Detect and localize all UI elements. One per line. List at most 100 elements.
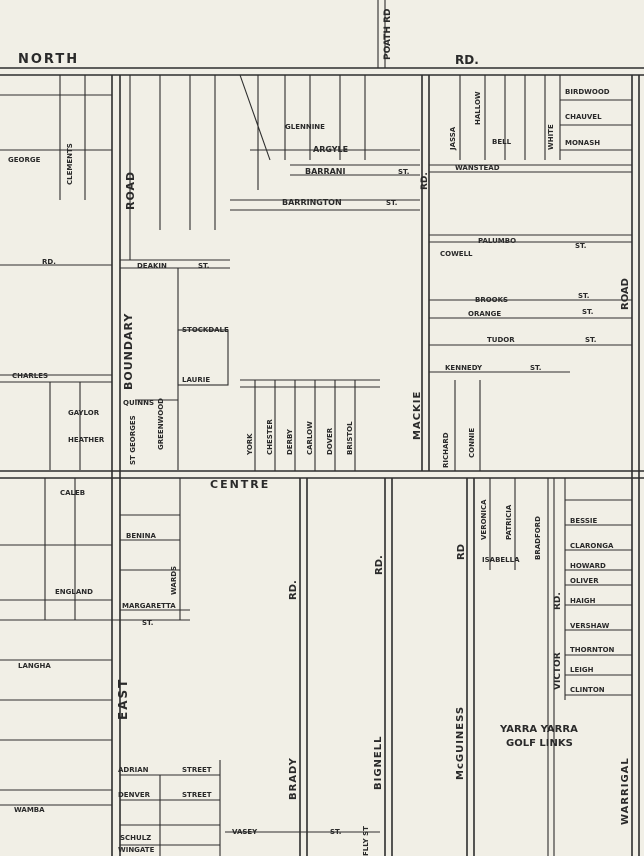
barrani-label: BARRANI <box>305 167 345 176</box>
st-label-orange: ST. <box>582 308 593 316</box>
kennedy-label: KENNEDY <box>445 364 483 372</box>
victor-road: RD. VICTOR <box>547 478 563 856</box>
langha-label: LANGHA <box>18 662 51 670</box>
north-road: NORTH RD. <box>0 52 644 76</box>
hallow-label: HALLOW <box>474 91 482 125</box>
mcguiness-road: RD McGUINESS <box>455 478 475 856</box>
bradford-label: BRADFORD <box>534 516 542 560</box>
wards-label: WARDS <box>170 566 178 595</box>
street-label-denver: STREET <box>182 791 212 799</box>
monash-label: MONASH <box>565 139 600 147</box>
dealen-label: DEAKIN <box>137 262 167 270</box>
brady-road-label: BRADY <box>288 757 299 800</box>
gaylor-label: GAYLOR <box>68 409 100 417</box>
white-label: WHITE <box>547 124 555 150</box>
cowell-label: COWELL <box>440 250 473 258</box>
st-label-vasey: ST. <box>330 828 341 836</box>
orange-label: ORANGE <box>468 310 501 318</box>
barrington-label: BARRINGTON <box>282 198 342 207</box>
st-label-south: ST. <box>142 619 153 627</box>
north-road-label: NORTH <box>18 52 79 67</box>
jassa-label: JASSA <box>449 126 457 151</box>
charles-label: CHARLES <box>12 372 48 380</box>
centre-west-blocks: STOCKDALE LAURIE QUINNS ST GEORGES GREEN… <box>123 326 380 471</box>
centre-road: CENTRE <box>0 470 644 491</box>
vasey-label: VASEY <box>232 828 258 836</box>
street-label-adrian: STREET <box>182 766 212 774</box>
east-road-label: EAST <box>116 678 130 720</box>
benina-label: BENINA <box>126 532 156 540</box>
laurie-label: LAURIE <box>182 376 210 384</box>
bignell-road: RD. BIGNELL <box>373 478 393 856</box>
top-centre-streets: BARRANI BARRINGTON ARGYLE GLENNINE DEAKI… <box>120 74 420 470</box>
isabella-label: ISABELLA <box>482 556 520 564</box>
wanstead-label: WANSTEAD <box>455 164 500 172</box>
connie-label: CONNIE <box>468 428 476 458</box>
claronga-label: CLARONGA <box>570 542 614 550</box>
east-south-streets: VERONICA PATRICIA BRADFORD ISABELLA BESS… <box>480 478 632 749</box>
margaretta-label: MARGARETTA <box>122 602 176 610</box>
st-label-barrani: ST. <box>398 168 409 176</box>
st-label-brooks: ST. <box>578 292 589 300</box>
st-label-deakin: ST. <box>198 262 209 270</box>
leigh-label: LEIGH <box>570 666 594 674</box>
chester-label: CHESTER <box>266 419 274 455</box>
st-label-tudor: ST. <box>585 336 596 344</box>
clinton-label: CLINTON <box>570 686 605 694</box>
centre-road-label: CENTRE <box>210 478 270 491</box>
victor-road-rd-label: RD. <box>553 592 563 610</box>
richard-label: RICHARD <box>442 432 450 468</box>
england-label: ENGLAND <box>55 588 93 596</box>
howard-label: HOWARD <box>570 562 606 570</box>
golf-links-label-2: GOLF LINKS <box>506 738 573 749</box>
warrigal-road-label: WARRIGAL <box>620 757 631 825</box>
bessie-label: BESSIE <box>570 517 597 525</box>
schulz-label: SCHULZ <box>120 834 151 842</box>
patricia-label: PATRICIA <box>505 504 513 540</box>
palumbo-label: PALUMBO <box>478 237 516 245</box>
wamba-label: WAMBA <box>14 806 45 814</box>
warrigal-road-road-label: ROAD <box>620 278 631 310</box>
poath-road-label: POATH RD <box>383 9 393 60</box>
bignell-road-label: BIGNELL <box>373 736 384 791</box>
heather-label: HEATHER <box>68 436 105 444</box>
bell-label: BELL <box>492 138 512 146</box>
brooks-label: BROOKS <box>475 296 508 304</box>
argyle-label: ARGYLE <box>313 145 348 154</box>
derby-label: DERBY <box>286 428 294 455</box>
west-edge-streets: GEORGE CLEMENTS CHARLES RD. GAYLOR HEATH… <box>0 75 190 814</box>
boundary-road: BOUNDARY ROAD EAST <box>111 75 137 856</box>
oliver-label: OLIVER <box>570 577 599 585</box>
chauvel-label: CHAUVEL <box>565 113 602 121</box>
tudor-label: TUDOR <box>487 336 515 344</box>
bignell-road-rd-label: RD. <box>374 555 385 575</box>
thornton-label: THORNTON <box>570 646 615 654</box>
mackie-road: MACKIE RD. <box>412 75 430 471</box>
george-label: GEORGE <box>8 156 41 164</box>
haigh-label: HAIGH <box>570 597 596 605</box>
st-label-kennedy: ST. <box>530 364 541 372</box>
caleb-label: CALEB <box>60 489 85 497</box>
carlow-label: CARLOW <box>306 421 314 455</box>
st-label-barrington: ST. <box>386 199 397 207</box>
flly-st-label: FLLY ST <box>362 826 370 856</box>
bristol-label: BRISTOL <box>346 421 354 455</box>
glenmine-label: GLENNINE <box>285 123 325 131</box>
york-label: YORK <box>246 433 254 456</box>
boundary-road-label: BOUNDARY <box>122 313 135 390</box>
mcguiness-road-label: McGUINESS <box>455 706 466 780</box>
greenwood-label: GREENWOOD <box>157 398 165 450</box>
vershaw-label: VERSHAW <box>570 622 610 630</box>
golf-links-label-1: YARRA YARRA <box>499 724 578 735</box>
quinns-label: QUINNS <box>123 399 154 407</box>
clements-label: CLEMENTS <box>66 143 74 185</box>
st-georges-label: ST GEORGES <box>129 415 137 465</box>
dover-label: DOVER <box>326 427 334 455</box>
rd-label-west: RD. <box>42 258 56 266</box>
victor-road-label: VICTOR <box>553 652 563 690</box>
st-label-palumbo: ST. <box>575 242 586 250</box>
mcguiness-road-rd-label: RD <box>456 544 467 560</box>
birdwood-label: BIRDWOOD <box>565 88 610 96</box>
brady-road: RD. BRADY <box>288 478 308 856</box>
